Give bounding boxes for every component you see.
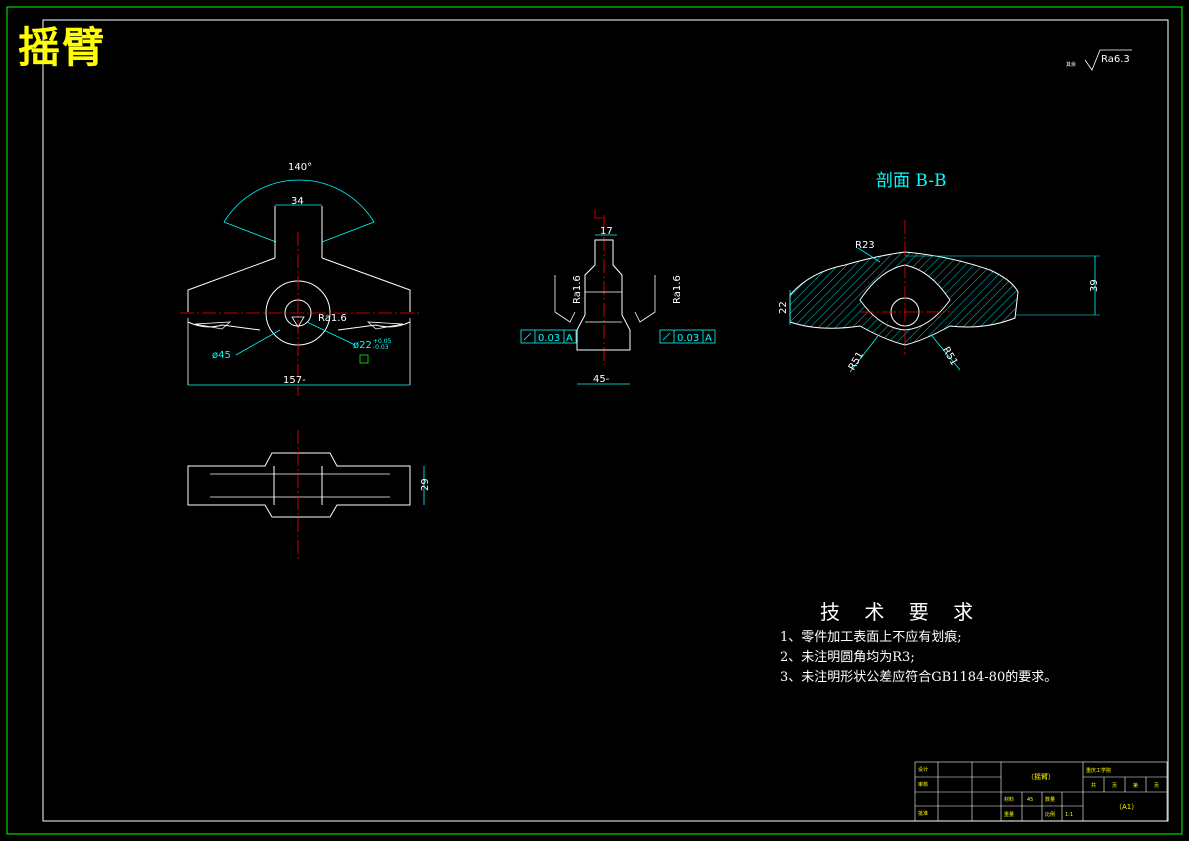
bore-roughness: Ra1.6 — [318, 313, 347, 324]
section-view: R23 22 39 R51 R51 — [778, 220, 1100, 373]
outer-frame — [6, 6, 1183, 835]
tb-scale-label: 比例 — [1045, 811, 1055, 818]
inner-frame — [42, 19, 1169, 822]
arm-outline — [187, 257, 411, 312]
tb-material-label: 材料 — [1004, 796, 1014, 803]
front-view: 140° 34 Ra1.6 ø45 ø22 +0.05 -0.03 157- — [180, 162, 420, 396]
top-view-outline — [187, 452, 411, 518]
section-height-right: 39 — [1089, 279, 1100, 292]
roughness-value: Ra6.3 — [1101, 54, 1130, 65]
tb-sheet-1: 页 — [1112, 783, 1117, 789]
flatness-right: 0.03 — [677, 333, 699, 344]
tech-note: 1、零件加工表面上不应有划痕; — [780, 630, 962, 645]
tb-paper-size: （A1） — [1115, 803, 1138, 811]
dia-hole-label: ø22 — [353, 340, 372, 351]
flatness-frame-left — [520, 329, 577, 344]
section-label: 剖面 B-B — [876, 171, 947, 191]
tb-sheet-0: 共 — [1091, 782, 1096, 789]
side-bottom-width: 45- — [593, 374, 610, 385]
roughness-prefix: 其余 — [1066, 61, 1076, 68]
datum-a-box — [359, 354, 369, 364]
side-view-outline — [576, 239, 631, 351]
tb-scale: 1:1 — [1065, 812, 1073, 818]
title-block — [914, 761, 1168, 822]
tech-note: 2、未注明圆角均为R3; — [780, 650, 915, 665]
flatness-frame-right — [659, 329, 716, 344]
banner-title: 摇臂 — [18, 23, 107, 72]
angle-arc — [223, 179, 375, 223]
tb-weight-label: 数量 — [1045, 796, 1055, 803]
section-radius-top: R23 — [855, 240, 875, 251]
section-radius-right: R51 — [940, 345, 959, 368]
section-height-left: 22 — [778, 301, 789, 314]
tb-sheet-2: 第 — [1133, 782, 1138, 789]
tol-lower: -0.03 — [373, 344, 389, 351]
side-top-width: 17 — [600, 226, 613, 237]
tb-sheet-3: 页 — [1154, 783, 1159, 789]
top-view: 29 — [187, 430, 431, 560]
tb-quantity-label: 重量 — [1004, 811, 1014, 818]
dia-large-label: ø45 — [212, 350, 231, 361]
top-view-width-label: 29 — [420, 478, 431, 491]
tb-part-name: （摇臂） — [1027, 772, 1055, 781]
tech-note: 3、未注明形状公差应符合GB1184-80的要求。 — [780, 670, 1058, 685]
side-view: 17 Ra1.6 Ra1.6 0.03 A 0.03 A 45- — [520, 210, 716, 385]
side-roughness-left: Ra1.6 — [572, 275, 583, 304]
tb-reviewer: 审核 — [918, 781, 928, 788]
tech-requirements-title: 技 术 要 求 — [820, 600, 983, 624]
side-roughness-right: Ra1.6 — [672, 275, 683, 304]
overall-length-label: 157- — [283, 375, 306, 386]
angle-label: 140° — [288, 162, 312, 173]
datum-right: A — [705, 333, 712, 344]
tol-upper: +0.05 — [373, 338, 392, 345]
tb-material: 45 — [1027, 797, 1033, 803]
general-roughness-symbol: 其余 Ra6.3 — [1066, 49, 1132, 71]
flatness-left: 0.03 — [538, 333, 560, 344]
tb-approver: 批准 — [918, 810, 928, 817]
tb-school: 重庆工学院 — [1086, 767, 1111, 774]
section-radius-left: R51 — [847, 350, 866, 373]
top-width-label: 34 — [291, 196, 304, 207]
datum-left: A — [566, 333, 573, 344]
tb-designer: 设计 — [918, 766, 928, 773]
